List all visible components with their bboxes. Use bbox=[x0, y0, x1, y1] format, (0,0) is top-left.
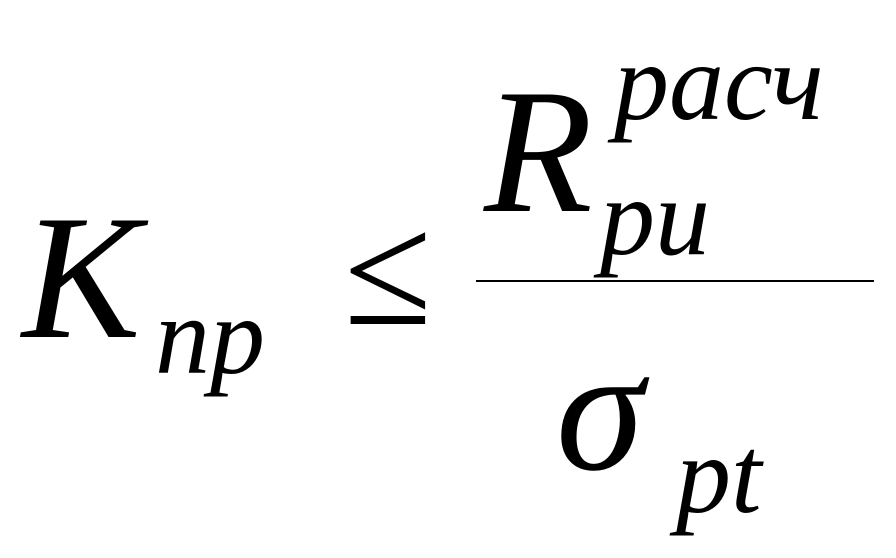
numerator-superscript: расч bbox=[614, 21, 824, 143]
relation-sign: ≤ bbox=[344, 181, 432, 359]
numerator-symbol: R bbox=[484, 52, 593, 250]
lhs-subscript: np bbox=[155, 275, 265, 397]
fraction-line bbox=[476, 280, 874, 282]
denominator-symbol: σ bbox=[556, 310, 644, 508]
denominator-subscript: pt bbox=[676, 414, 762, 536]
numerator-subscript: pu bbox=[600, 156, 710, 278]
lhs-symbol: K bbox=[22, 178, 141, 376]
